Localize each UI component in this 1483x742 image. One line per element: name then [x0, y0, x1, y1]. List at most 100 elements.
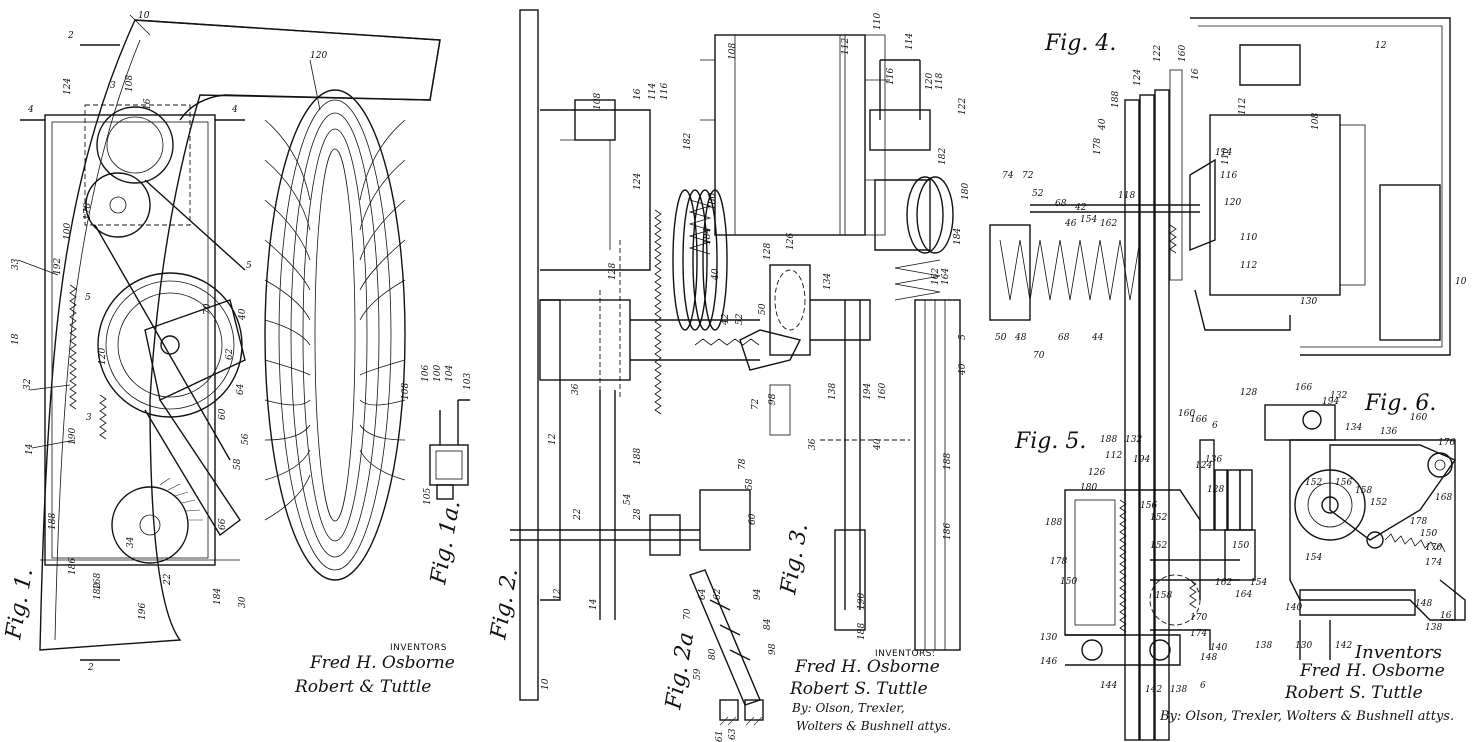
svg-text:124: 124	[63, 78, 73, 95]
svg-text:138: 138	[1170, 685, 1187, 695]
svg-text:142: 142	[1145, 685, 1162, 695]
svg-text:162: 162	[1215, 578, 1232, 588]
motor-108	[96, 106, 174, 184]
svg-text:130: 130	[1040, 633, 1057, 643]
svg-text:132: 132	[1330, 391, 1347, 401]
svg-text:170: 170	[1190, 613, 1207, 623]
svg-text:174: 174	[1425, 558, 1442, 568]
motor-108-side	[714, 34, 866, 236]
gear-sector	[111, 486, 189, 564]
svg-text:52: 52	[735, 313, 745, 325]
svg-text:156: 156	[1140, 501, 1157, 511]
svg-text:68: 68	[1055, 199, 1067, 209]
svg-text:190: 190	[68, 428, 78, 445]
svg-text:188: 188	[1100, 435, 1117, 445]
svg-text:136: 136	[1380, 427, 1397, 437]
svg-text:5: 5	[85, 293, 91, 303]
svg-text:124: 124	[1195, 461, 1212, 471]
svg-text:48: 48	[1014, 333, 1027, 343]
svg-text:180: 180	[708, 193, 718, 210]
svg-text:By: Olson, Trexler, Wolters &: By: Olson, Trexler, Wolters & Bushnell a…	[1159, 709, 1454, 724]
svg-text:188: 188	[857, 623, 867, 640]
svg-text:186: 186	[943, 523, 953, 540]
svg-text:68: 68	[1058, 333, 1070, 343]
svg-text:50: 50	[995, 333, 1007, 343]
svg-text:118: 118	[1118, 191, 1135, 201]
svg-text:110: 110	[873, 13, 883, 30]
svg-text:138: 138	[1255, 641, 1272, 651]
fig5-label: Fig. 5.	[1014, 429, 1086, 454]
svg-text:140: 140	[1210, 643, 1227, 653]
svg-text:184: 184	[213, 588, 223, 605]
svg-text:160: 160	[1410, 413, 1427, 423]
svg-text:16: 16	[143, 98, 153, 110]
bracket-188	[1064, 489, 1126, 636]
svg-text:118: 118	[935, 73, 945, 90]
svg-text:178: 178	[83, 203, 93, 220]
svg-text:12: 12	[548, 433, 558, 445]
svg-text:42: 42	[1074, 203, 1087, 213]
svg-text:164: 164	[941, 268, 951, 285]
svg-text:108: 108	[593, 93, 603, 110]
svg-text:154: 154	[1305, 553, 1322, 563]
svg-text:182: 182	[938, 148, 948, 165]
spring-32	[69, 284, 77, 410]
svg-text:112: 112	[1238, 98, 1248, 115]
svg-text:166: 166	[1190, 415, 1207, 425]
svg-text:34: 34	[126, 536, 136, 548]
svg-text:178: 178	[1093, 138, 1103, 155]
svg-text:4: 4	[27, 105, 34, 115]
svg-text:122: 122	[958, 98, 968, 115]
signature-block-1: INVENTORS Fred H. Osborne Robert & Tuttl…	[294, 643, 455, 697]
svg-text:By: Olson, Trexler,: By: Olson, Trexler,	[791, 701, 905, 715]
svg-text:6: 6	[1200, 681, 1206, 691]
spring-182	[654, 209, 662, 415]
svg-text:134: 134	[1345, 423, 1362, 433]
svg-text:108: 108	[728, 43, 738, 60]
spring-44	[999, 239, 1141, 301]
svg-text:162: 162	[931, 268, 941, 285]
svg-text:50: 50	[758, 303, 768, 315]
svg-text:114: 114	[905, 33, 915, 50]
svg-text:120: 120	[98, 348, 108, 365]
svg-text:192: 192	[53, 258, 63, 275]
svg-text:166: 166	[1295, 383, 1312, 393]
svg-text:44: 44	[1091, 333, 1104, 343]
svg-text:174: 174	[1190, 629, 1207, 639]
svg-text:2: 2	[67, 31, 74, 41]
svg-text:168: 168	[93, 573, 103, 590]
figure-5: Fig. 5. 188 132 112 194 166 160 6 124 13…	[1014, 409, 1267, 695]
svg-text:110: 110	[1221, 148, 1231, 165]
svg-text:106: 106	[421, 365, 431, 382]
fig1a-label: Fig. 1a.	[426, 498, 465, 587]
svg-text:180: 180	[961, 183, 971, 200]
svg-text:154: 154	[1080, 215, 1097, 225]
svg-text:188: 188	[943, 453, 953, 470]
svg-text:114: 114	[648, 83, 658, 100]
svg-text:178: 178	[1410, 517, 1427, 527]
arm-10	[134, 19, 441, 121]
svg-text:66: 66	[218, 518, 228, 530]
signature-block-3: Inventors Fred H. Osborne Robert S. Tutt…	[1159, 642, 1454, 724]
svg-text:Robert S. Tuttle: Robert S. Tuttle	[789, 679, 928, 699]
svg-text:72: 72	[751, 398, 761, 410]
pulley-40-side	[914, 299, 961, 651]
svg-text:116: 116	[886, 68, 896, 85]
svg-text:62: 62	[713, 588, 723, 600]
svg-text:110: 110	[1240, 233, 1257, 243]
svg-text:188: 188	[1111, 91, 1121, 108]
svg-text:14: 14	[25, 443, 35, 455]
svg-text:154: 154	[1250, 578, 1267, 588]
svg-text:134: 134	[823, 273, 833, 290]
svg-text:10: 10	[138, 11, 150, 21]
svg-text:138: 138	[1425, 623, 1442, 633]
svg-text:100: 100	[433, 365, 443, 382]
svg-text:120: 120	[925, 73, 935, 90]
svg-text:182: 182	[683, 133, 693, 150]
svg-text:Robert S. Tuttle: Robert S. Tuttle	[1284, 683, 1423, 703]
svg-text:108: 108	[401, 383, 411, 400]
svg-text:120: 120	[310, 51, 327, 61]
svg-text:40: 40	[238, 308, 248, 321]
svg-text:84: 84	[763, 618, 773, 630]
svg-text:4: 4	[231, 105, 238, 115]
